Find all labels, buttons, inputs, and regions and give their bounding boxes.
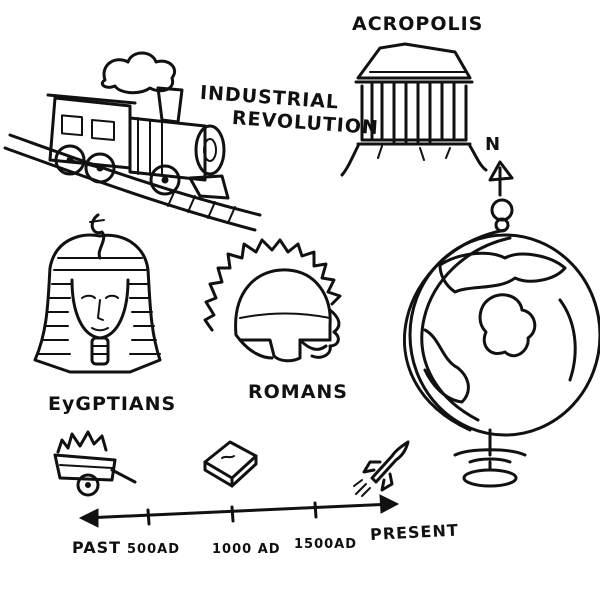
timeline [78, 494, 400, 528]
timeline-label-present: PRESENT [370, 520, 460, 544]
roman-helmet-icon [203, 238, 342, 363]
pharaoh-head-icon [33, 213, 162, 374]
timeline-label-1500ad: 1500AD [294, 537, 357, 552]
egyptians-label: EyGPTIANS [48, 393, 176, 415]
book-icon [203, 440, 258, 488]
acropolis-temple-icon [340, 42, 488, 177]
romans-label: ROMANS [248, 381, 348, 403]
cart-icon [53, 430, 137, 497]
industrial-label-line2: REVOLUTION [231, 107, 379, 139]
steam-locomotive-icon [3, 51, 262, 232]
globe-icon [403, 160, 600, 488]
compass-north-label: N [485, 134, 501, 155]
timeline-label-past: PAST [72, 538, 121, 557]
rocket-icon [353, 440, 410, 497]
acropolis-label: ACROPOLIS [352, 13, 483, 35]
timeline-label-500ad: 500AD [127, 542, 180, 557]
timeline-label-1000ad: 1000 AD [212, 542, 281, 557]
